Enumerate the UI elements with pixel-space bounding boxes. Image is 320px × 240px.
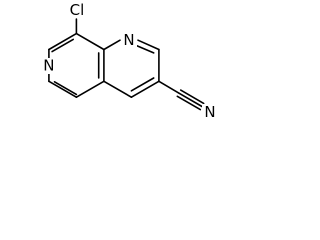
nitrogen-label-ring-right: N [123, 31, 134, 49]
bond-c8-n7-inner [51, 38, 74, 53]
bond-c3-c4 [130, 80, 160, 98]
bond-c8-n7 [48, 32, 78, 51]
nitrogen-label-ring-left: N [43, 56, 54, 74]
bond-cn-triple-2 [176, 95, 202, 111]
bond-c8a-c8 [75, 32, 105, 51]
bond-group [48, 18, 205, 111]
nitrile-n-label-backdrop [202, 104, 218, 120]
n1-label-backdrop [121, 32, 137, 48]
bond-c4-c4a [103, 80, 133, 98]
bond-c6-c5 [48, 80, 78, 98]
bond-c3-cn [158, 80, 180, 94]
bond-c5-c4a [75, 80, 105, 98]
structure-diagram: Cl N N N [40, 1, 218, 121]
nitrogen-label-nitrile: N [204, 103, 215, 121]
bond-c3-c4-inner [130, 77, 155, 92]
bond-n1-c2 [137, 39, 160, 51]
n7-label-backdrop [40, 58, 56, 74]
bond-cn-triple-1 [178, 92, 203, 108]
cl-label-backdrop [67, 2, 87, 18]
chlorine-label: Cl [70, 1, 85, 19]
bond-c8a-n1 [103, 39, 121, 51]
atom-label-group: Cl N N N [40, 1, 218, 121]
bond-cn-triple-3 [179, 89, 205, 105]
bond-n1-c2-inner [135, 44, 155, 54]
bond-c6-c5-inner [53, 81, 78, 96]
